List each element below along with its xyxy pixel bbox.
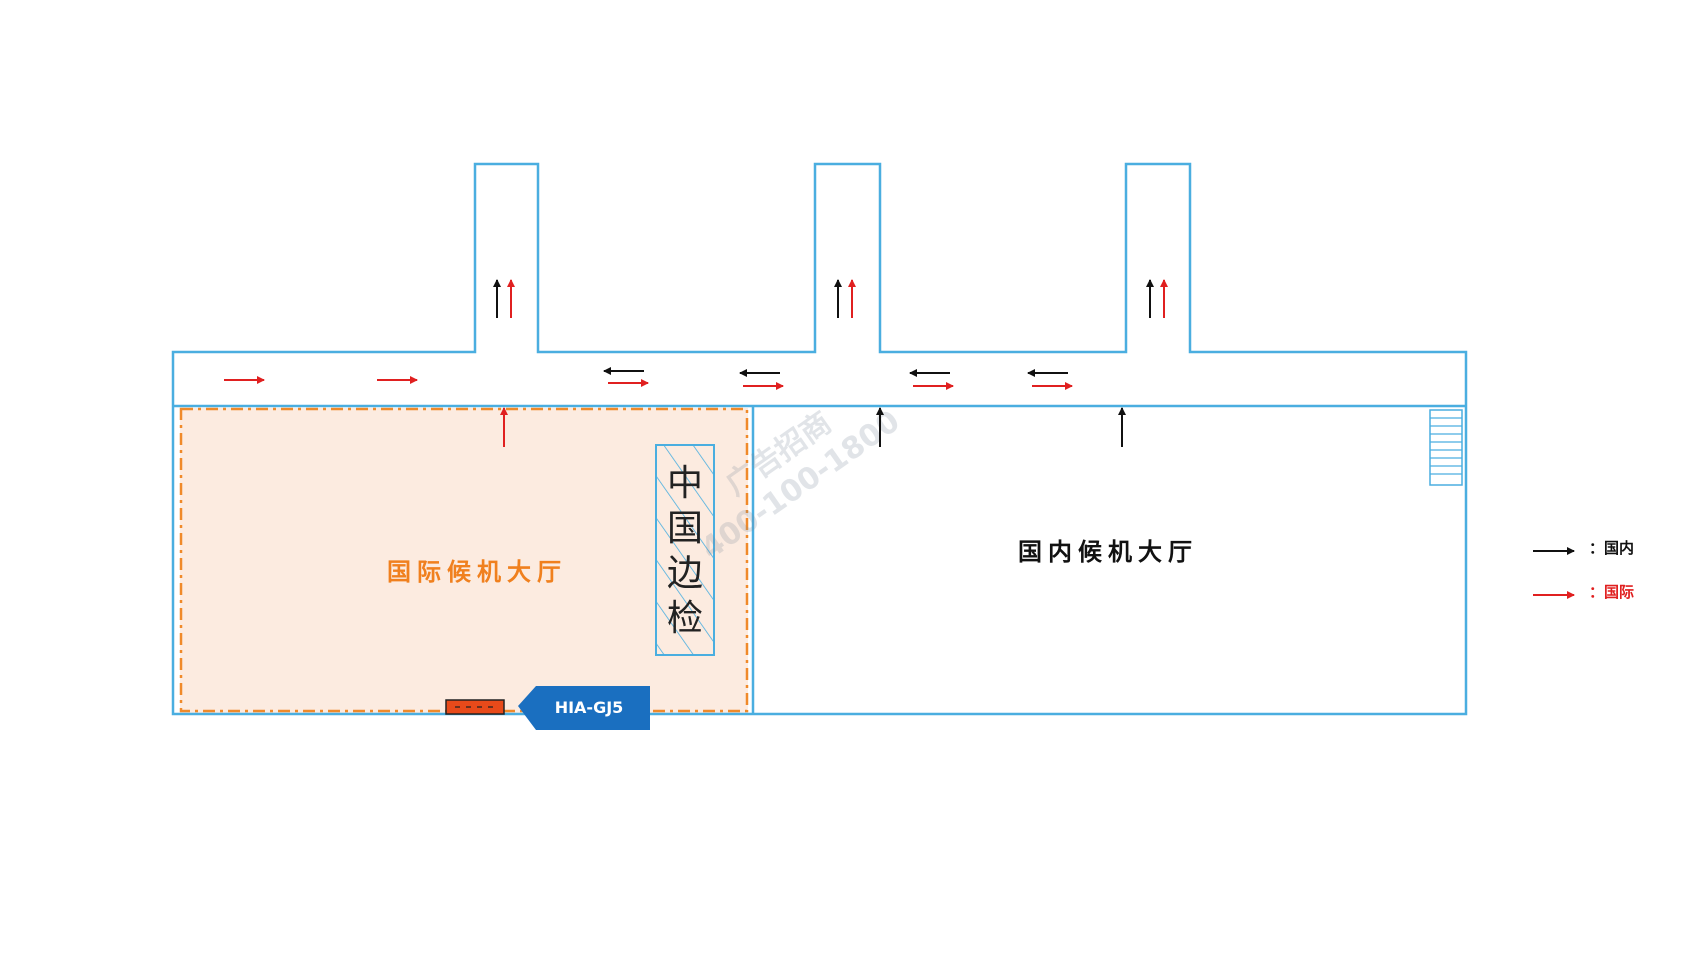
legend-international-label: ：国际 bbox=[1589, 583, 1634, 601]
ad-slot-box[interactable] bbox=[445, 699, 505, 715]
border-check-char-4: 检 bbox=[667, 598, 703, 639]
border-check-char-1: 中 bbox=[667, 463, 703, 504]
border-check-char-2: 国 bbox=[667, 508, 703, 549]
legend: ：国内 ：国际 bbox=[1533, 539, 1634, 601]
international-hall-area bbox=[180, 408, 748, 714]
domestic-hall-label: 国内候机大厅 bbox=[1018, 538, 1198, 566]
ad-slot-tag[interactable] bbox=[518, 686, 650, 730]
legend-domestic-label: ：国内 bbox=[1589, 539, 1634, 557]
ad-slot-marker[interactable]: HIA-GJ5 bbox=[445, 686, 650, 730]
hall-entry-arrows bbox=[500, 407, 1126, 447]
ad-slot-id: HIA-GJ5 bbox=[555, 698, 624, 717]
border-check-char-3: 边 bbox=[667, 553, 703, 594]
international-hall-label: 国际候机大厅 bbox=[387, 558, 567, 586]
pier-arrows bbox=[493, 279, 1168, 318]
terminal-outline bbox=[171, 162, 1468, 716]
border-check-box: 中 国 边 检 bbox=[655, 444, 715, 656]
corridor-arrows bbox=[224, 367, 1073, 390]
stair-icon bbox=[1429, 409, 1463, 486]
